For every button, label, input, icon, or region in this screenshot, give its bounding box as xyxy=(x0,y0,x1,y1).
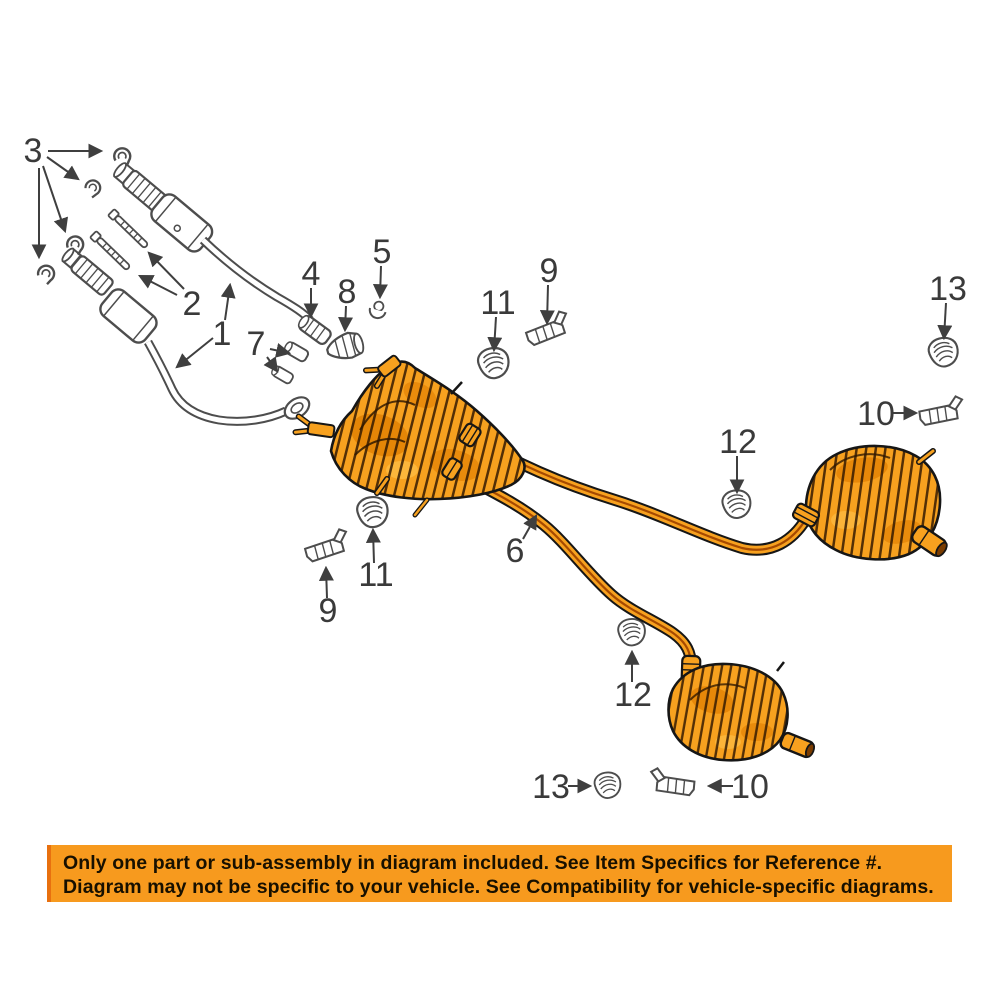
upper-pipe-inlet xyxy=(113,162,136,185)
callout-8: 8 xyxy=(338,273,357,311)
callout-11-b: 11 xyxy=(358,556,393,594)
insulator-item11-b xyxy=(354,493,392,531)
hanger-clip-2 xyxy=(82,177,103,201)
exhaust-pipe-lower xyxy=(144,339,288,426)
pipe-flange xyxy=(283,396,311,420)
flange-bolt-1 xyxy=(107,208,151,251)
muffler-outlet-collar-2 xyxy=(441,457,463,481)
callout-4: 4 xyxy=(302,255,321,293)
hanger-clip-4 xyxy=(35,263,56,286)
exhaust-pipe-upper xyxy=(199,236,314,324)
clamp-item5 xyxy=(368,300,387,320)
callout-12-b: 12 xyxy=(614,676,652,714)
muffler-inlet-stub-top xyxy=(362,354,402,389)
bottom-muffler-tailpipe-tip xyxy=(779,731,816,759)
pipe-extension-item4 xyxy=(297,314,332,345)
disclaimer-banner: Only one part or sub-assembly in diagram… xyxy=(47,845,952,902)
callout-1: 1 xyxy=(213,315,232,353)
callout-9-b: 9 xyxy=(319,592,338,630)
callout-10-a: 10 xyxy=(857,395,895,433)
exhaust-diagram: 3 2 1 4 7 5 8 11 9 13 10 12 9 11 6 12 13… xyxy=(24,132,967,806)
callout-9-a: 9 xyxy=(540,252,559,290)
callout-3: 3 xyxy=(24,132,43,170)
insulator-item13-a xyxy=(925,333,963,371)
muffler-inlet-stub-left xyxy=(292,413,336,439)
hanger-bracket-item9-b xyxy=(301,526,353,564)
insulator-item13-b xyxy=(592,769,624,801)
right-muffler-tailpipe-tip xyxy=(911,525,948,558)
callout-arrows xyxy=(31,143,953,794)
crossover-pipe-right xyxy=(464,430,812,556)
muffler-outlet-collar-1 xyxy=(458,422,482,448)
callout-7: 7 xyxy=(247,325,266,363)
insulator-item12-a xyxy=(719,487,754,522)
callout-5: 5 xyxy=(373,233,392,271)
pipe-stub-item7-a xyxy=(283,341,310,363)
highlighted-muffler-assembly xyxy=(292,354,948,762)
disclaimer-line1: Only one part or sub-assembly in diagram… xyxy=(63,852,883,874)
callout-11-a: 11 xyxy=(480,284,515,322)
callout-13-a: 13 xyxy=(929,270,967,308)
upper-downpipe-assembly xyxy=(113,162,332,345)
catalytic-converter-lower xyxy=(99,288,158,344)
right-muffler-inlet-collar xyxy=(791,502,821,528)
hanger-bracket-item10-b xyxy=(648,766,697,797)
flex-coupling-lower xyxy=(70,255,114,296)
lower-downpipe-assembly xyxy=(61,247,311,426)
hanger-bracket-item10-a xyxy=(916,394,966,427)
insulator-item11-a xyxy=(474,344,513,382)
callout-6: 6 xyxy=(506,532,525,570)
callout-10-b: 10 xyxy=(731,768,769,806)
disclaimer-line2: Diagram may not be specific to your vehi… xyxy=(63,876,934,898)
crossover-pipe-lower xyxy=(445,464,697,672)
bottom-rear-muffler xyxy=(667,661,816,762)
front-exhaust-section xyxy=(35,145,966,801)
callout-13-b: 13 xyxy=(532,768,570,806)
muffler-sensor-line xyxy=(450,381,463,395)
center-muffler xyxy=(292,354,526,518)
callout-labels: 3 2 1 4 7 5 8 11 9 13 10 12 9 11 6 12 13… xyxy=(24,132,967,806)
callout-12-a: 12 xyxy=(719,423,757,461)
clamp-item8 xyxy=(326,331,365,360)
bottom-muffler-spike xyxy=(776,661,785,672)
callout-2: 2 xyxy=(183,285,202,323)
right-rear-muffler xyxy=(791,444,948,561)
